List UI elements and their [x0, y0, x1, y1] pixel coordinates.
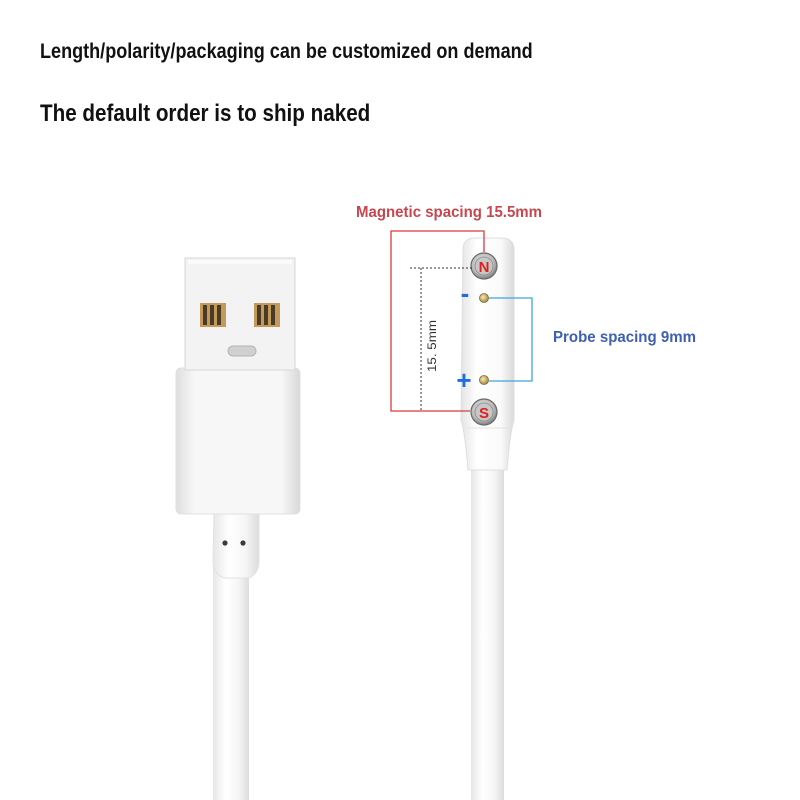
north-magnet	[470, 252, 498, 280]
positive-probe-pin	[479, 375, 489, 385]
magnetic-spacing-label: Magnetic spacing 15.5mm	[356, 204, 542, 221]
usb-shell-slot-left	[200, 303, 226, 327]
usb-a-plug-icon	[175, 257, 301, 800]
usb-shell-slot-right	[254, 303, 280, 327]
magnetic-connector-icon	[460, 237, 515, 800]
negative-probe-pin	[479, 293, 489, 303]
negative-symbol: -	[461, 278, 470, 308]
positive-symbol: +	[456, 365, 471, 395]
caption-customization: Length/polarity/packaging can be customi…	[40, 40, 533, 63]
south-magnet	[470, 398, 498, 426]
caption-default-order: The default order is to ship naked	[40, 100, 371, 127]
magnetic-spacing-bracket	[390, 230, 485, 412]
dimension-label: 15. 5mm	[425, 320, 439, 372]
dimension-line	[410, 267, 473, 411]
probe-spacing-bracket	[489, 297, 533, 382]
south-pole-label: S	[479, 405, 489, 422]
north-pole-label: N	[479, 259, 490, 276]
probe-spacing-label: Probe spacing 9mm	[553, 329, 696, 346]
